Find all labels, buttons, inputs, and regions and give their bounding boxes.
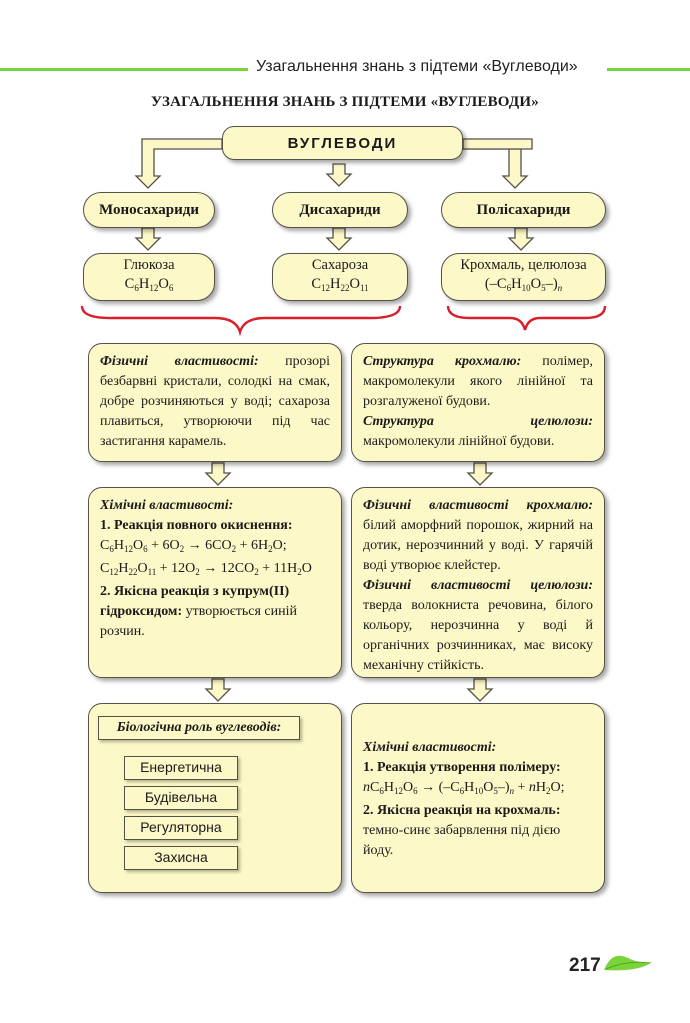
example-glucose: Глюкоза C6H12O6 [83,253,215,301]
category-monosaccharides: Моносахариди [83,192,215,228]
right-chemical-label: Хімічні властивості: [363,740,497,755]
right-structure-box: Структура крохмалю: полімер, макромолеку… [351,343,605,462]
role-item-structural: Будівельна [124,786,238,810]
root-node: ВУГЛЕВОДИ [222,126,463,160]
role-item-protective: Захисна [124,846,238,870]
left-physical-text: прозорі безбарвні кристали, солодкі на с… [100,354,331,449]
header-rule-left [0,68,248,71]
starch-structure-text: полімер, макромолекули якого лінійної та… [363,354,593,409]
category-polysaccharides: Полісахариди [441,192,606,228]
right-physical-box: Фізичні властивості крохмалю: білий амор… [351,487,605,678]
role-item-energy: Енергетична [124,756,238,780]
example-starch-cellulose: Крохмаль, целюлоза (–C6H10O5–)n [441,253,606,301]
left-chemical-r2-text: утворюється синій розчин. [100,604,297,639]
starch-physical-text: білий аморфний порошок, жирний на дотик,… [363,518,593,573]
left-eq1: C6H12O6 + 6O2 → 6CO2 + 6H2O; [100,538,287,554]
left-physical-box: Фізичні властивості: прозорі безбарвні к… [88,343,342,462]
cellulose-structure-label: Структура целюлози: [363,414,593,429]
right-chemical-box: Хімічні властивості: 1. Реакція утворенн… [351,703,605,893]
glucose-name: Глюкоза [123,257,175,273]
page-number: 217 [569,955,601,976]
left-eq2: C12H22O11 + 12O2 → 12CO2 + 11H2O [100,561,312,577]
left-physical-label: Фізичні властивості: [100,354,259,369]
cellulose-physical-label: Фізичні властивості целюлози: [363,578,593,593]
right-chemical-r2-text: темно-синє забарвлення під дією йоду. [363,823,561,858]
biological-role-heading: Біологічна роль вуглеводів: [98,716,300,740]
example-sucrose: Сахароза C12H22O11 [272,253,408,301]
running-title: Узагальнення знань з підтеми «Вуглеводи» [256,58,578,75]
poly-formula: (–C6H10O5–)n [484,276,563,293]
page-title: УЗАГАЛЬНЕННЯ ЗНАНЬ З ПІДТЕМИ «ВУГЛЕВОДИ» [151,94,539,110]
sucrose-formula: C12H22O11 [311,276,369,293]
starch-structure-label: Структура крохмалю: [363,354,522,369]
cellulose-structure-text: макромолекули лінійної будови. [363,434,555,449]
right-chemical-r1-title: 1. Реакція утворення полімеру: [363,760,561,775]
role-item-regulatory: Регуляторна [124,816,238,840]
category-disaccharides: Дисахариди [272,192,408,228]
left-chemical-r2-title: 2. Якісна реакція з купрум(ІІ) гідроксид… [100,584,290,619]
cellulose-physical-text: тверда волокниста речовина, білого кольо… [363,598,593,673]
right-eq1: nC6H12O6 → (–C6H10O5–)n + nH2O; [363,780,565,796]
sucrose-name: Сахароза [311,257,369,273]
left-chemical-r1-title: 1. Реакція повного окиснення: [100,518,293,533]
left-chemical-label: Хімічні властивості: [100,498,234,513]
poly-name: Крохмаль, целюлоза [460,257,587,273]
header-rule-right [607,68,690,71]
starch-physical-label: Фізичні властивості крохмалю: [363,498,593,513]
glucose-formula: C6H12O6 [124,276,174,293]
left-chemical-box: Хімічні властивості: 1. Реакція повного … [88,487,342,678]
right-chemical-r2-title: 2. Якісна реакція на крохмаль: [363,803,561,818]
